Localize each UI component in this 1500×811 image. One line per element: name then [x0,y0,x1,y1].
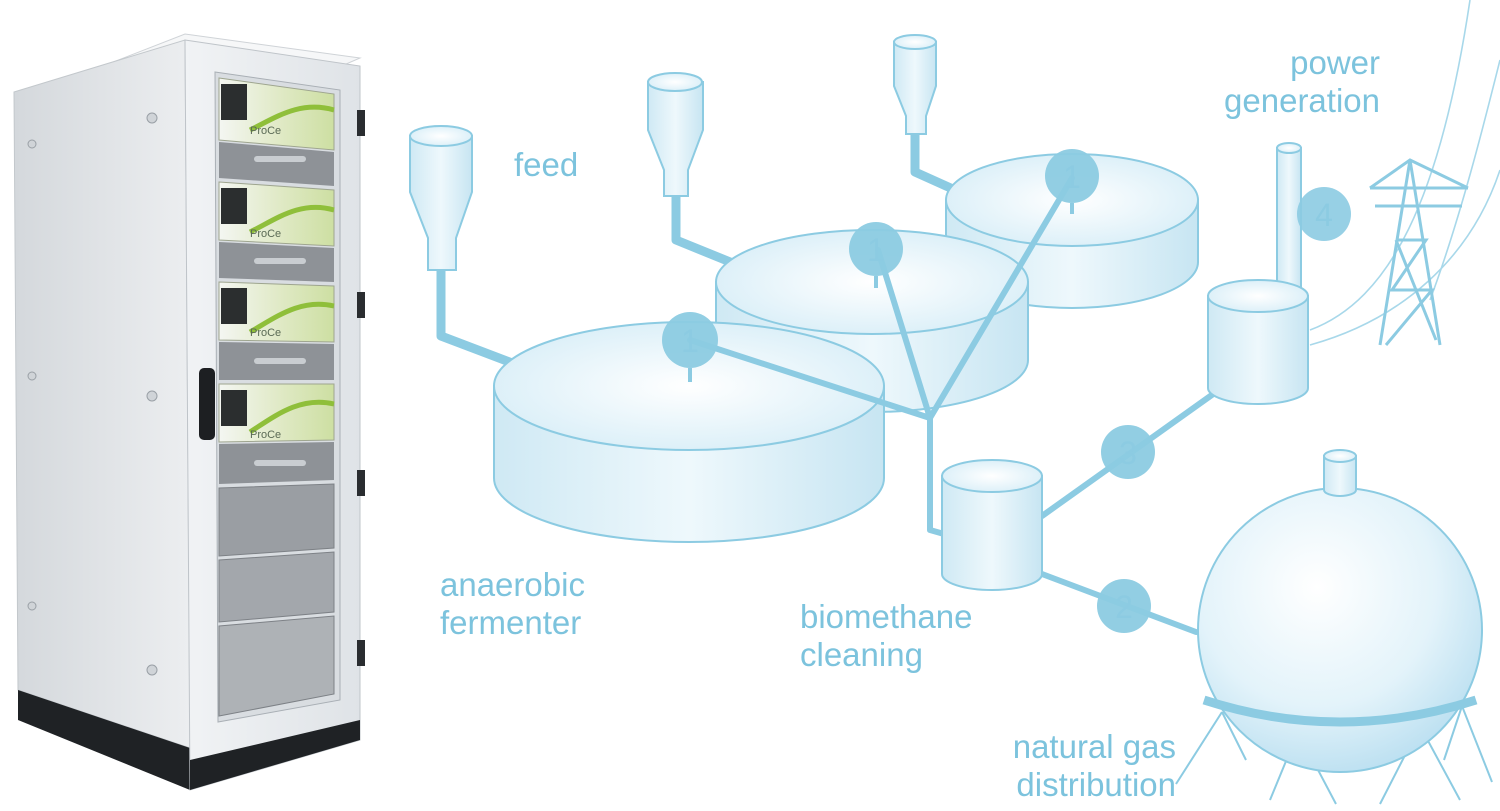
blank-panel [218,551,335,623]
screw-head [146,112,158,124]
cabinet-plinth-front [190,720,360,790]
cabinet-plinth-side [18,690,190,790]
analyzer-module: ProCe [218,383,335,484]
label-line: biomethane [800,598,973,635]
marker-number: 4 [1315,197,1333,233]
hinge [357,110,365,136]
marker-fermenter-3: 1 [662,312,718,382]
marker-fermenter-1: 1 [1045,149,1099,214]
analyzer-module: ProCe [218,77,335,186]
feed-hopper [647,72,704,197]
module-brand-text: ProCe [250,228,281,240]
module-brand-text: ProCe [250,327,281,339]
analyzer-module: ProCe [218,181,335,282]
screw-head [27,139,37,149]
door-handle [199,368,215,440]
screw-head [27,601,37,611]
label-power-generation: power generation [1180,44,1380,120]
marker-number: 1 [1063,159,1081,195]
screw-head [27,371,37,381]
screw-head [146,664,158,676]
hinge [357,470,365,496]
marker-gas-grid: 2 [1097,579,1151,633]
module-brand-text: ProCe [250,429,281,441]
marker-number: 1 [681,323,699,359]
marker-power: 4 [1297,187,1351,241]
label-line: distribution [1016,766,1176,803]
label-line: generation [1224,82,1380,119]
label-biomethane-cleaning: biomethane cleaning [800,598,972,674]
power-lines [1309,0,1500,346]
label-line: cleaning [800,636,923,673]
marker-number: 1 [867,232,885,268]
label-feed: feed [514,146,579,183]
hinge [357,292,365,318]
marker-number: 3 [1119,435,1137,471]
label-line: fermenter [440,604,582,641]
transmission-tower [1369,158,1469,346]
cabinet-side-panel [13,39,191,749]
feed-pipes [436,134,957,371]
marker-chp: 3 [1101,425,1155,479]
label-anaerobic-fermenter: anaerobic fermenter [440,566,585,642]
label-line: power [1290,44,1380,81]
gas-storage-sphere [1175,449,1493,805]
screw-head [146,390,158,402]
biomethane-cleaning-unit [941,459,1043,591]
label-natural-gas-distribution: natural gas distribution [960,728,1176,804]
marker-fermenter-2: 1 [849,222,903,288]
hinge [357,640,365,666]
analyzer-module: ProCe [218,281,335,380]
feed-hopper [893,34,937,135]
label-line: anaerobic [440,566,585,603]
marker-number: 2 [1115,589,1133,625]
feed-hopper [409,125,473,271]
label-line: natural gas [1012,728,1176,765]
rack-cabinet: ProCe ProCe ProCe ProCe [13,33,365,791]
blank-panel [218,483,335,557]
module-brand-text: ProCe [250,125,281,137]
fermenter-tank [493,321,885,543]
chp-engine [1207,142,1309,405]
blank-panel [218,615,335,717]
